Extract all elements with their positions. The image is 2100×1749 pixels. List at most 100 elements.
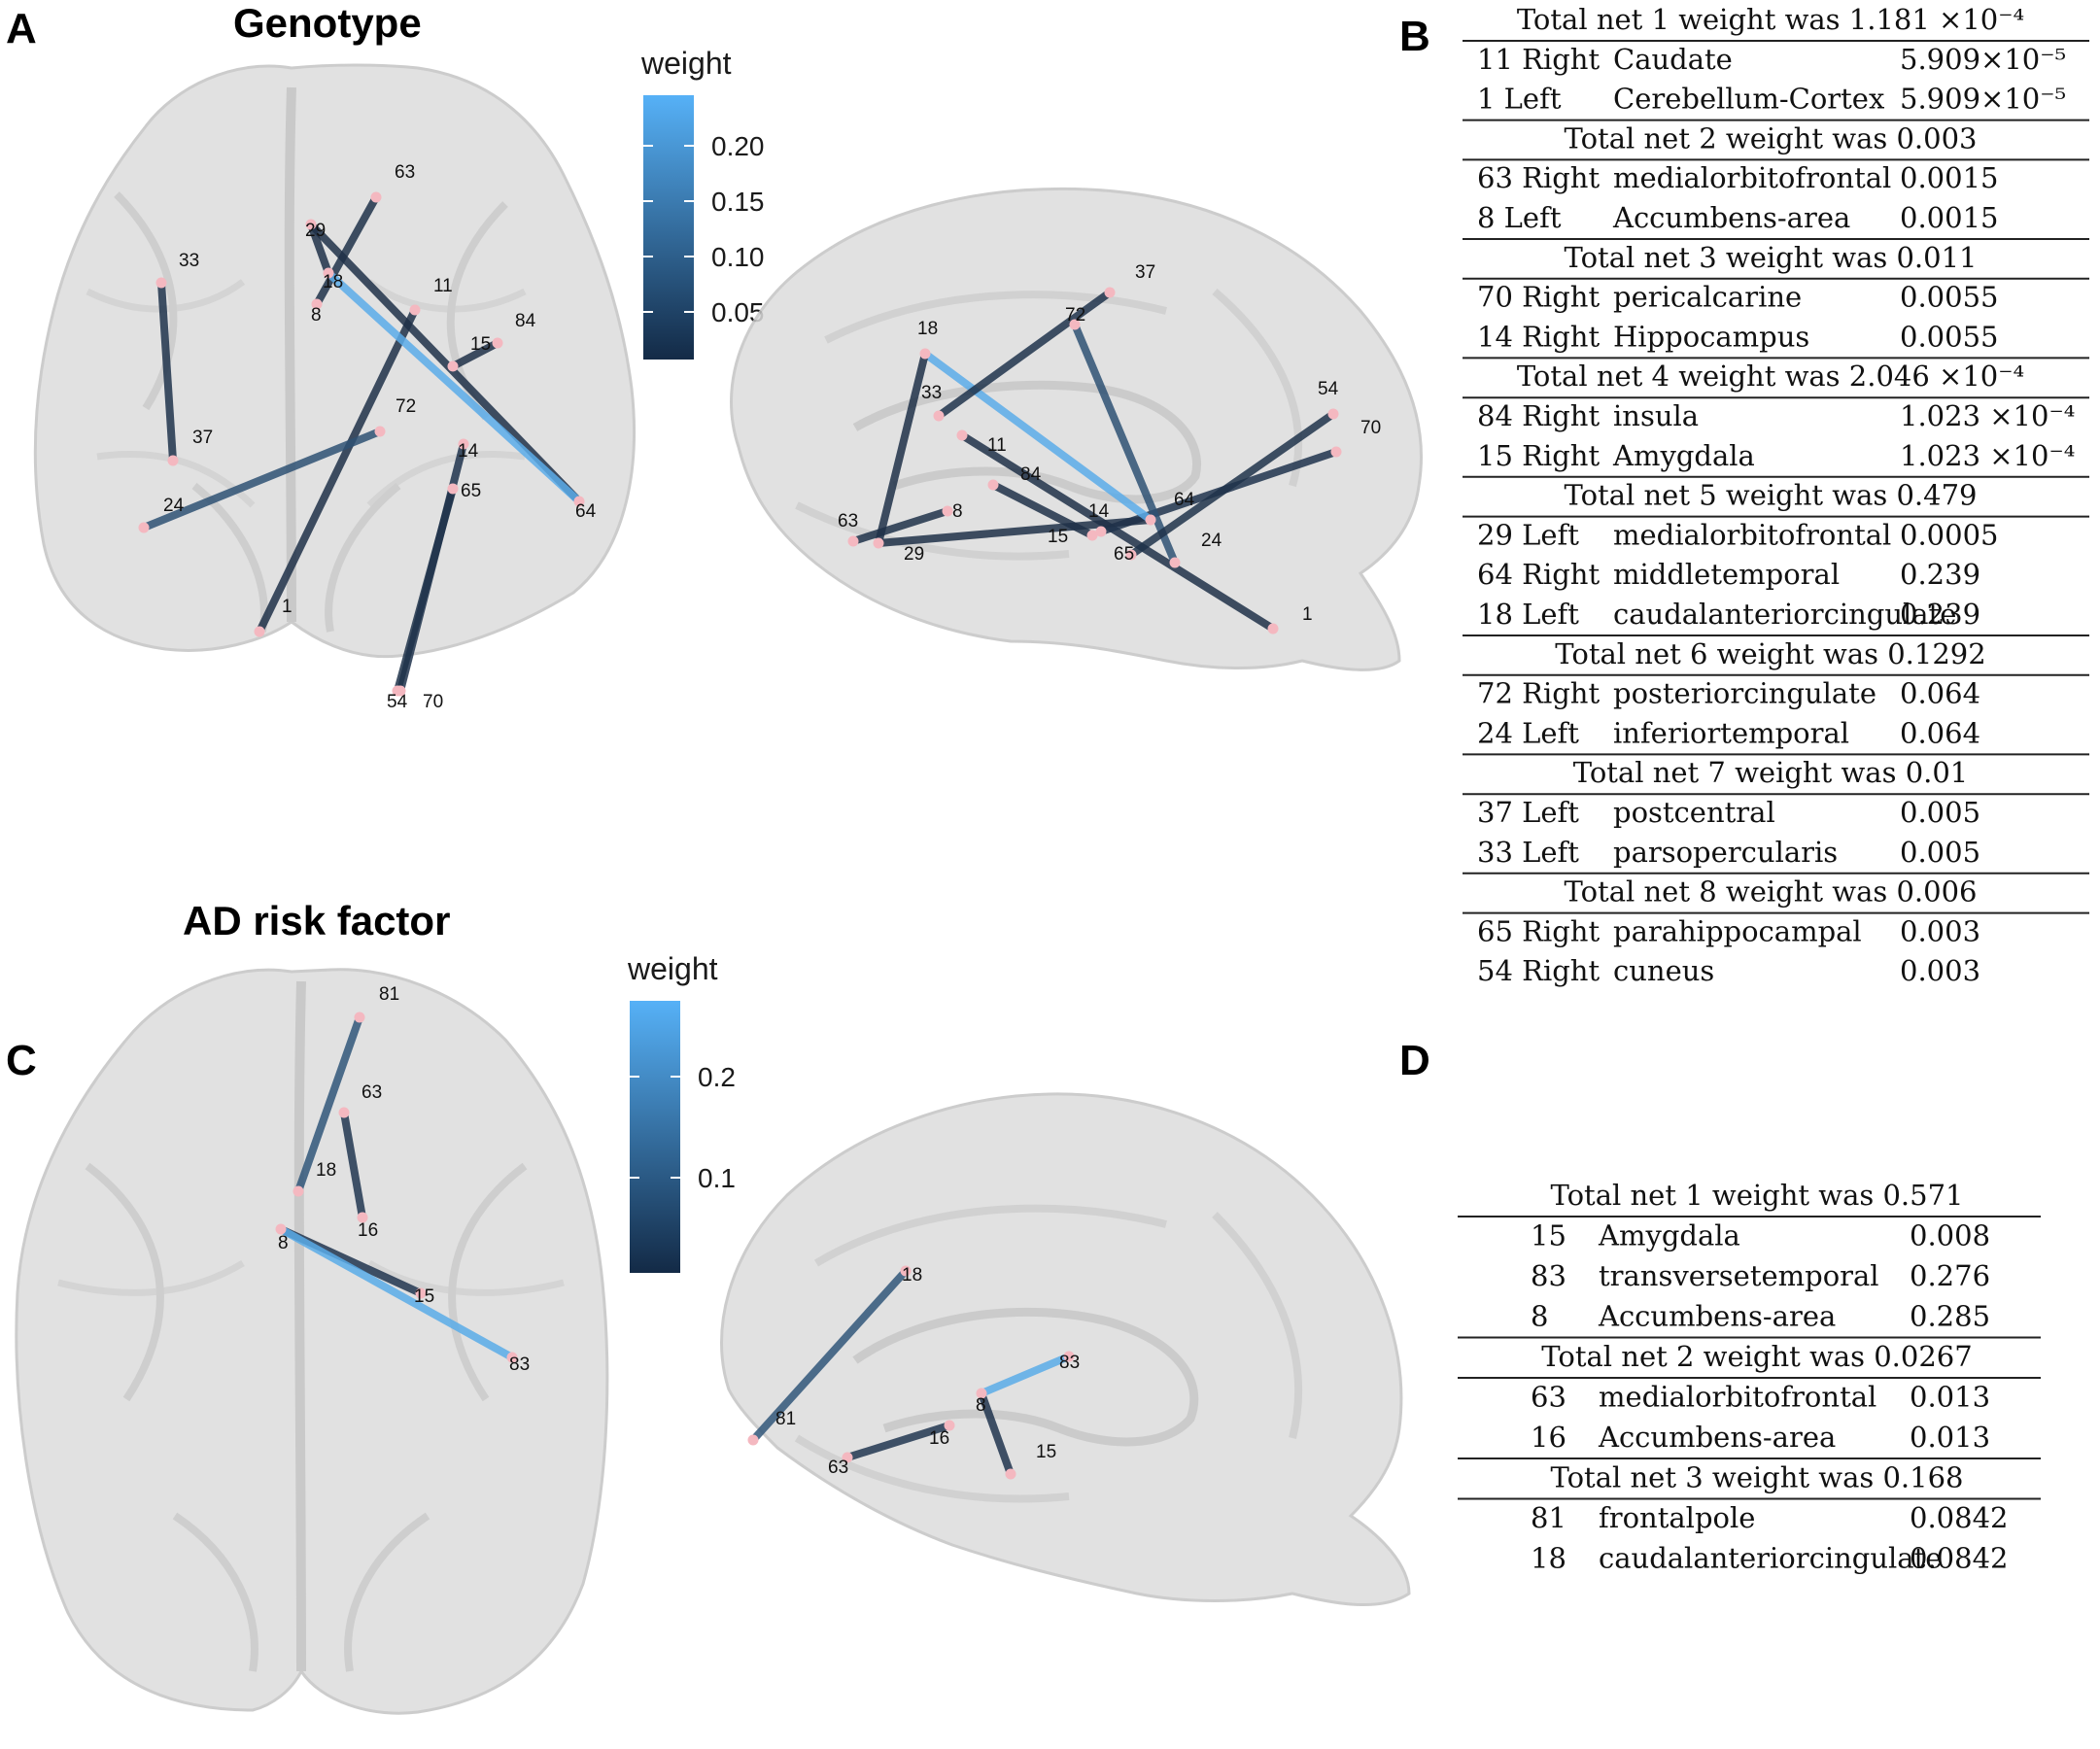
sagittal-node-54: [1327, 408, 1339, 420]
sagittal-edge-65-54: [1127, 410, 1337, 559]
axial-node-8: [275, 1223, 287, 1235]
axial-edge-72-24: [140, 428, 384, 532]
sagittal-node-label-81: 81: [775, 1409, 796, 1429]
table-region-name: Accumbens-area: [1612, 201, 1850, 234]
ad-risk-sagittal-edges: [749, 1267, 1073, 1478]
legend-c-tick-1: 0.2: [698, 1062, 736, 1092]
legend-c-ticks: 0.2 0.1: [630, 1062, 736, 1193]
axial-edge-63-8: [313, 193, 380, 308]
axial-node-11: [409, 304, 421, 316]
axial-node-18: [323, 267, 334, 279]
panel-letter-b: B: [1399, 13, 1430, 60]
table-weight: 0.013: [1910, 1421, 1990, 1454]
sagittal-node-label-63: 63: [828, 1458, 848, 1478]
legend-a-colorbar: [643, 95, 694, 360]
sagittal-node-81: [747, 1434, 759, 1446]
axial-edge-8-83: [277, 1225, 516, 1361]
table-weight: 0.0015: [1900, 201, 1998, 234]
table-region-id: 63: [1531, 1381, 1566, 1414]
sagittal-edge-8-83: [978, 1353, 1073, 1397]
table-region-name: Hippocampus: [1613, 320, 1809, 353]
table-net-header: Total net 3 weight was 0.011: [1565, 241, 1978, 274]
table-net-header: Total net 2 weight was 0.0267: [1541, 1340, 1972, 1373]
sagittal-node-label-11: 11: [987, 435, 1007, 456]
sagittal-node-84: [987, 479, 999, 491]
table-region-name: Amygdala: [1612, 439, 1755, 472]
axial-edge-63-16: [340, 1109, 366, 1221]
sagittal-node-label-18: 18: [917, 319, 938, 339]
sagittal-node-72: [1069, 319, 1081, 330]
sagittal-node-label-37: 37: [1135, 262, 1155, 283]
table-region-id: 64 Right: [1477, 558, 1600, 591]
table-region-id: 81: [1531, 1501, 1566, 1534]
axial-node-83: [506, 1352, 518, 1363]
table-net-header: Total net 2 weight was 0.003: [1565, 121, 1978, 154]
sagittal-node-24: [1169, 557, 1181, 568]
axial-node-label-54: 54: [387, 692, 408, 712]
table-weight: 5.909×10⁻⁵: [1900, 83, 2066, 116]
legend-c-tick-2: 0.1: [698, 1163, 736, 1193]
axial-node-label-83: 83: [509, 1355, 530, 1375]
sagittal-node-label-70: 70: [1360, 418, 1381, 438]
sagittal-node-label-14: 14: [1088, 501, 1110, 522]
axial-node-label-18: 18: [316, 1160, 336, 1181]
sagittal-node-label-8: 8: [976, 1395, 986, 1416]
table-net-header: Total net 5 weight was 0.479: [1565, 479, 1978, 512]
sagittal-node-63: [842, 1452, 853, 1463]
table-net-header: Total net 7 weight was 0.01: [1573, 756, 1969, 789]
sagittal-node-label-8: 8: [952, 501, 963, 522]
table-weight: 0.0055: [1900, 281, 1998, 314]
table-region-id: 72 Right: [1477, 677, 1600, 710]
sagittal-node-label-65: 65: [1114, 544, 1134, 565]
sagittal-node-label-54: 54: [1318, 379, 1339, 399]
table-region-id: 54 Right: [1477, 954, 1600, 987]
axial-edge-81-18: [294, 1013, 363, 1195]
table-region-id: 16: [1531, 1421, 1566, 1454]
axial-node-65: [447, 483, 459, 495]
table-net-header: Total net 1 weight was 1.181 ×10⁻⁴: [1517, 3, 2024, 36]
axial-edge-64-18: [325, 269, 583, 505]
table-region-name: Accumbens-area: [1598, 1300, 1836, 1333]
table-region-name: Caudate: [1613, 43, 1733, 76]
sagittal-node-64: [1145, 514, 1156, 526]
table-region-name: Amygdala: [1598, 1219, 1740, 1252]
table-weight: 0.005: [1900, 836, 1980, 869]
table-weight: 0.005: [1900, 796, 1980, 829]
axial-node-8: [311, 298, 323, 310]
axial-edge-65-54: [394, 485, 457, 695]
axial-node-label-81: 81: [379, 984, 399, 1005]
table-weight: 0.003: [1900, 914, 1980, 947]
sagittal-node-65: [1125, 549, 1137, 561]
legend-a-title: weight: [640, 46, 732, 81]
sagittal-edge-63-16: [843, 1422, 953, 1461]
axial-node-label-11: 11: [433, 276, 453, 296]
axial-node-label-15: 15: [414, 1286, 434, 1307]
table-region-name: insula: [1613, 399, 1699, 432]
table-weight: 0.064: [1900, 716, 1980, 749]
table-region-id: 63 Right: [1477, 161, 1600, 194]
sagittal-node-37: [1104, 287, 1116, 298]
sagittal-node-label-72: 72: [1065, 305, 1085, 326]
table-region-name: caudalanteriorcingulate: [1613, 598, 1956, 631]
table-region-name: postcentral: [1613, 796, 1775, 829]
genotype-title: Genotype: [233, 0, 422, 46]
table-weight: 0.064: [1900, 677, 1980, 710]
table-weight: 0.0842: [1910, 1542, 2008, 1575]
sagittal-node-18: [919, 348, 931, 360]
sagittal-edge-18-29: [875, 350, 929, 547]
sagittal-node-label-15: 15: [1048, 527, 1068, 547]
ad-risk-axial-edges: [277, 1013, 516, 1361]
sagittal-node-16: [944, 1420, 955, 1431]
sagittal-node-1: [1267, 623, 1279, 634]
ad-risk-axial-brain: [15, 968, 609, 1715]
table-region-id: 18 Left: [1477, 598, 1579, 631]
panel-letter-a: A: [6, 5, 37, 52]
axial-node-label-65: 65: [461, 481, 481, 501]
axial-node-label-84: 84: [515, 311, 536, 331]
table-region-name: frontalpole: [1599, 1501, 1755, 1534]
table-region-id: 14 Right: [1477, 320, 1600, 353]
axial-node-24: [138, 522, 150, 533]
table-weight: 0.0842: [1910, 1501, 2008, 1534]
